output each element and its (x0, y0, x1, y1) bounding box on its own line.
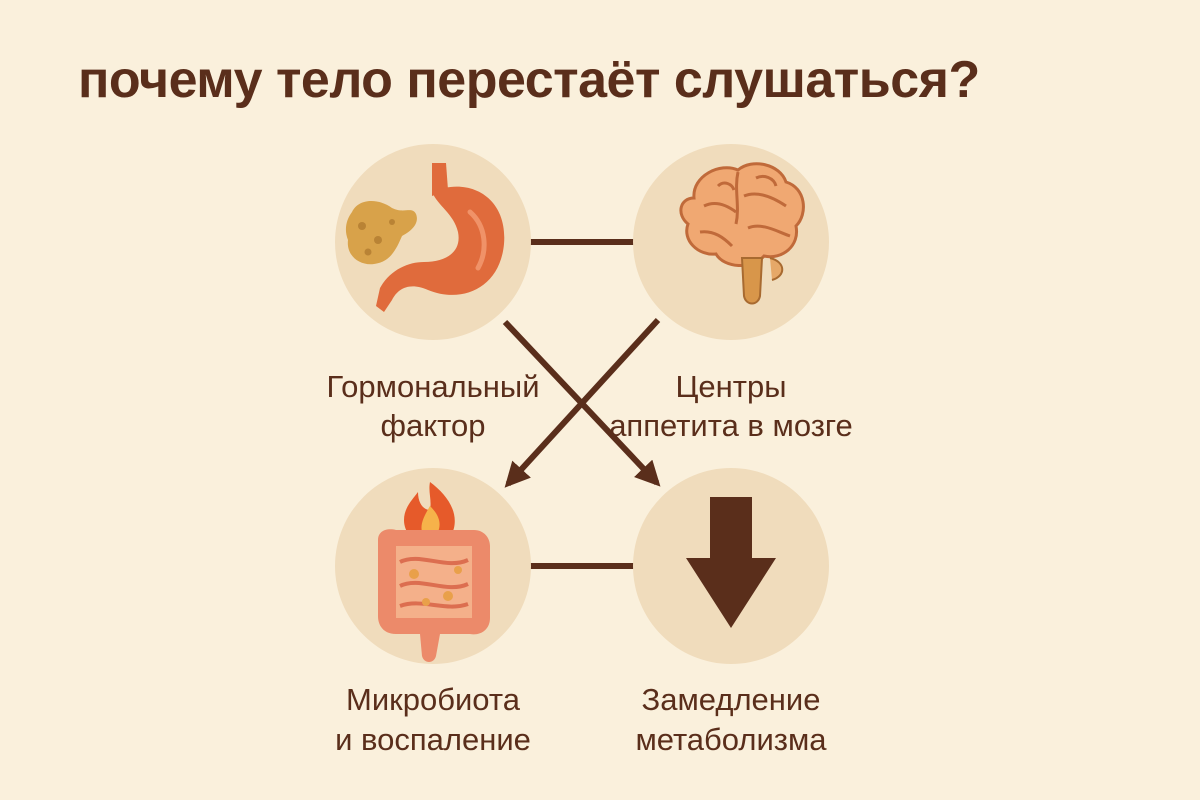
node-label: Гормональный (326, 369, 539, 404)
node-label: Центры (675, 369, 786, 404)
flame-icon (404, 482, 455, 540)
page-title: почему тело перестаёт слушаться? (78, 51, 980, 109)
intestine-icon (378, 529, 490, 662)
node-label: Микробиота (346, 682, 521, 717)
node-label: и воспаление (335, 722, 531, 757)
node-microbiota: Микробиота и воспаление (335, 468, 531, 757)
node-appetite: Центры аппетита в мозге (609, 144, 853, 443)
down-arrow-icon (686, 497, 776, 628)
node-metabolism: Замедление метаболизма (633, 468, 829, 757)
stomach-pancreas-icon (345, 163, 505, 312)
node-label: Замедление (642, 682, 821, 717)
node-label: метаболизма (635, 722, 827, 757)
node-label: аппетита в мозге (609, 408, 853, 443)
node-hormonal: Гормональный фактор (326, 144, 540, 443)
brain-icon (679, 162, 805, 305)
arrow-appetite-to-microbiota (504, 317, 661, 488)
node-label: фактор (381, 408, 486, 443)
